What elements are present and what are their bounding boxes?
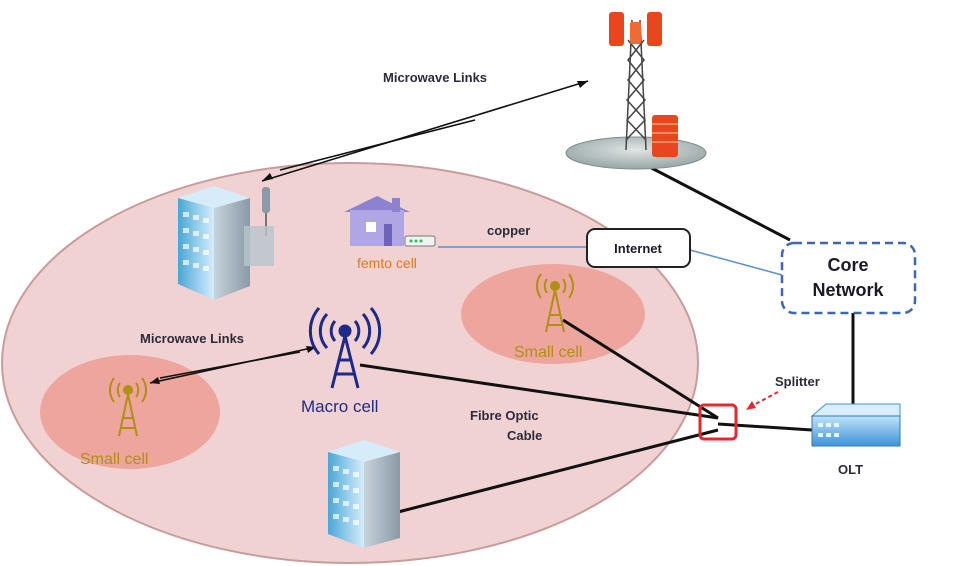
label-femto-cell: femto cell	[357, 255, 417, 271]
label-macro-cell: Macro cell	[301, 397, 378, 416]
label-splitter: Splitter	[775, 374, 820, 389]
house-icon	[344, 196, 410, 246]
small-cell-antenna-left-icon	[109, 377, 147, 437]
core-network-box	[780, 241, 917, 315]
label-microwave-links-left: Microwave Links	[140, 331, 244, 346]
label-core-line2: Network	[812, 280, 884, 300]
label-copper: copper	[487, 223, 530, 238]
small-cell-antenna-right-icon	[536, 273, 574, 333]
splitter-icon	[698, 391, 779, 441]
macro-cell-antenna-icon	[308, 307, 382, 389]
label-fibre-line2: Cable	[507, 428, 542, 443]
femto-router-icon	[404, 235, 436, 247]
label-fibre-line1: Fibre Optic	[470, 408, 539, 423]
olt-device-icon	[810, 403, 901, 447]
label-internet: Internet	[614, 241, 662, 256]
small-cell-left-zone	[40, 355, 220, 469]
label-core-line1: Core	[827, 255, 868, 275]
office-building-bottom	[328, 440, 400, 548]
internet-link	[438, 246, 783, 276]
label-small-cell-left: Small cell	[80, 451, 148, 468]
microwave-tower	[565, 12, 707, 170]
label-small-cell-right: Small cell	[514, 344, 582, 361]
microwave-link-top	[261, 80, 589, 182]
microwave-link-left	[149, 346, 317, 384]
label-microwave-links-top: Microwave Links	[383, 70, 487, 85]
coverage-area	[1, 162, 699, 564]
label-olt: OLT	[838, 462, 863, 477]
internet-box	[586, 228, 691, 268]
office-building-top	[178, 186, 274, 300]
fibre-lines	[359, 160, 855, 514]
